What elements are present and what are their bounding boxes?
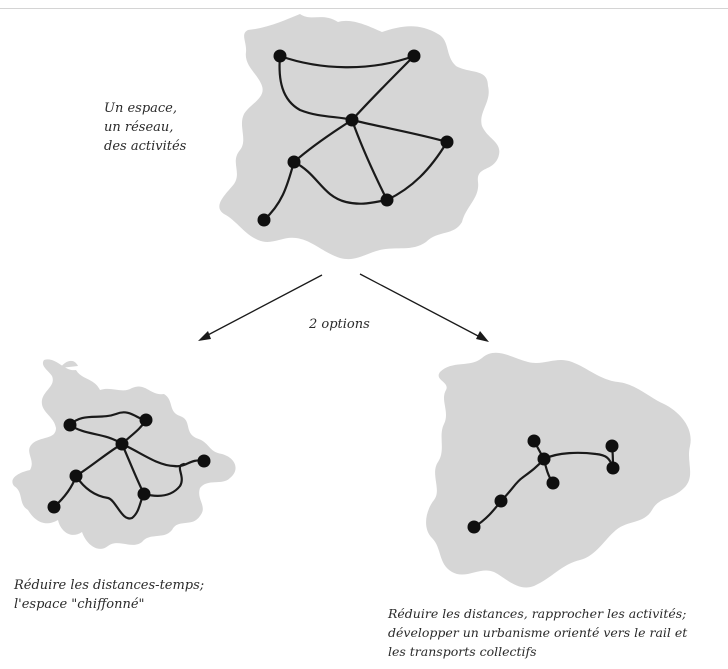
options-caption: 2 options xyxy=(309,317,370,332)
right-node xyxy=(527,434,541,448)
right-territory xyxy=(426,352,691,588)
right-caption-line: les transports collectifs xyxy=(388,644,537,659)
left-node xyxy=(63,418,77,432)
left-caption-line: l'espace "chiffonné" xyxy=(14,597,145,612)
top-caption: Un espace, un réseau, des activités xyxy=(104,99,186,156)
left-link-7 xyxy=(74,474,146,520)
top-link-1 xyxy=(278,54,416,69)
left-caption-line: Réduire les distances-temps; xyxy=(14,578,205,593)
top-node xyxy=(345,113,359,127)
top-node xyxy=(380,193,394,207)
right-caption: Réduire les distances, rapprocher les ac… xyxy=(388,604,687,661)
top-link-6 xyxy=(350,118,389,202)
top-caption-line: un réseau, xyxy=(104,120,174,135)
arrow-left xyxy=(198,274,323,341)
right-caption-line: Réduire les distances, rapprocher les ac… xyxy=(388,606,687,621)
top-node xyxy=(287,155,301,169)
left-node xyxy=(137,487,151,501)
top-divider xyxy=(0,8,728,9)
left-link-1 xyxy=(68,411,148,427)
right-link-2 xyxy=(499,457,546,503)
left-link-8 xyxy=(142,462,186,497)
top-node xyxy=(440,135,454,149)
left-map xyxy=(12,359,236,549)
left-territory xyxy=(12,359,236,549)
right-node xyxy=(606,461,620,475)
top-link-3 xyxy=(350,54,416,122)
left-link-4 xyxy=(120,442,206,468)
left-node xyxy=(139,413,153,427)
top-caption-line: des activités xyxy=(104,139,187,154)
right-node xyxy=(467,520,481,534)
right-link-4 xyxy=(542,451,615,470)
arrow-right xyxy=(359,273,489,342)
left-node xyxy=(197,454,211,468)
top-link-7 xyxy=(385,140,449,202)
right-node xyxy=(537,452,551,466)
top-map xyxy=(219,14,500,260)
top-link-8 xyxy=(292,160,389,205)
top-node xyxy=(273,49,287,63)
top-caption-line: Un espace, xyxy=(104,101,178,116)
left-node xyxy=(47,500,61,514)
left-caption: Réduire les distances-temps; l'espace "c… xyxy=(14,576,204,614)
left-node xyxy=(69,469,83,483)
top-node xyxy=(257,213,271,227)
right-node xyxy=(494,494,508,508)
right-caption-line: développer un urbanisme orienté vers le … xyxy=(388,625,688,640)
top-node xyxy=(407,49,421,63)
right-node xyxy=(546,476,560,490)
left-node xyxy=(115,437,129,451)
right-map xyxy=(426,352,691,588)
right-node xyxy=(605,439,619,453)
top-link-2 xyxy=(278,54,354,122)
top-link-4 xyxy=(350,118,449,144)
